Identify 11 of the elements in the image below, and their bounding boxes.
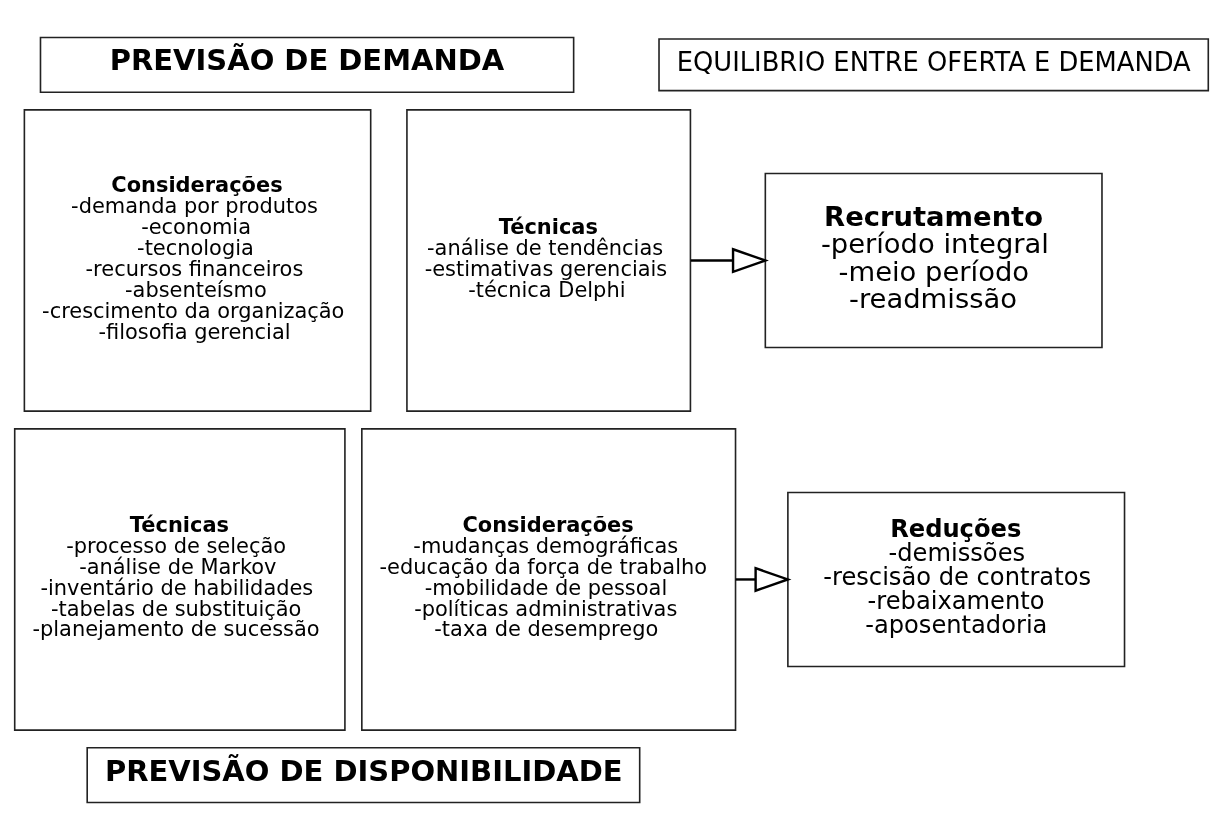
node-box: Considerações -mudanças demográficas -educação da força de trabalho -mobilidade de pessoal -políticas administrativas -taxa de desemprego (361, 427, 737, 731)
node-box: EQUILIBRIO ENTRE OFERTA E DEMANDA (658, 37, 1210, 91)
node-box: Considerações -demanda por produtos -economia -tecnologia -recursos financeiros -absenteísmo -crescimento da organização -filosofia gerencial (23, 108, 372, 412)
node-box: Técnicas -processo de seleção -análise de Markov -inventário de habilidades -tabelas de substituição -planejamento de sucessão (13, 427, 346, 731)
arrow (735, 566, 792, 592)
node-box: Técnicas -análise de tendências -estimativas gerenciais -técnica Delphi (406, 108, 692, 412)
node-box: PREVISÃO DE DISPONIBILIDADE (86, 746, 641, 803)
node-box: Recrutamento -período integral -meio período -readmissão (764, 172, 1103, 348)
node-box: Reduções -demissões -rescisão de contratos -rebaixamento -aposentadoria (787, 491, 1126, 667)
arrow (690, 247, 769, 273)
node-box: PREVISÃO DE DEMANDA (39, 36, 575, 93)
